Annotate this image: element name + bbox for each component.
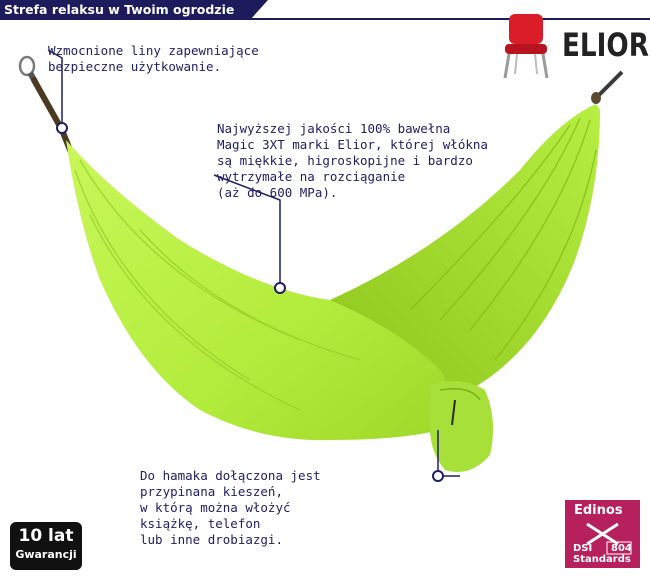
callout-dot-pocket: [432, 470, 444, 482]
brand-name: ELIOR: [562, 26, 649, 64]
brand-logo: ELIOR: [497, 12, 649, 82]
header-shape: [0, 0, 268, 20]
header-rule: [0, 18, 650, 20]
warranty-years: 10 lat: [18, 526, 74, 546]
callout-dot-fabric: [274, 282, 286, 294]
edinos-emblem-icon: [586, 522, 632, 555]
callout-dot-ropes: [56, 122, 68, 134]
callout-ropes: Wzmocnione liny zapewniające bezpieczne …: [48, 43, 259, 74]
pocket: [429, 381, 494, 473]
callout-pocket: Do hamaka dołączona jest przypinana kies…: [140, 468, 321, 547]
callout-fabric: Najwyższej jakości 100% bawełna Magic 3X…: [217, 121, 488, 200]
header-title: Strefa relaksu w Twoim ogrodzie: [4, 2, 235, 17]
edinos-dsi: DSI: [573, 543, 593, 554]
edinos-brand: Edinos: [574, 503, 623, 518]
hammock-front-panel: [66, 140, 450, 441]
left-rope: [31, 77, 73, 153]
header-banner: Strefa relaksu w Twoim ogrodzie: [0, 0, 268, 20]
warranty-badge: 10 lat Gwarancji: [10, 522, 82, 570]
edinos-standard: Standards: [573, 554, 631, 565]
warranty-label: Gwarancji: [15, 548, 77, 561]
chair-icon: [503, 14, 549, 79]
edinos-badge: Edinos DSI 804 Standards: [565, 500, 640, 568]
edinos-code: 804: [611, 543, 632, 554]
